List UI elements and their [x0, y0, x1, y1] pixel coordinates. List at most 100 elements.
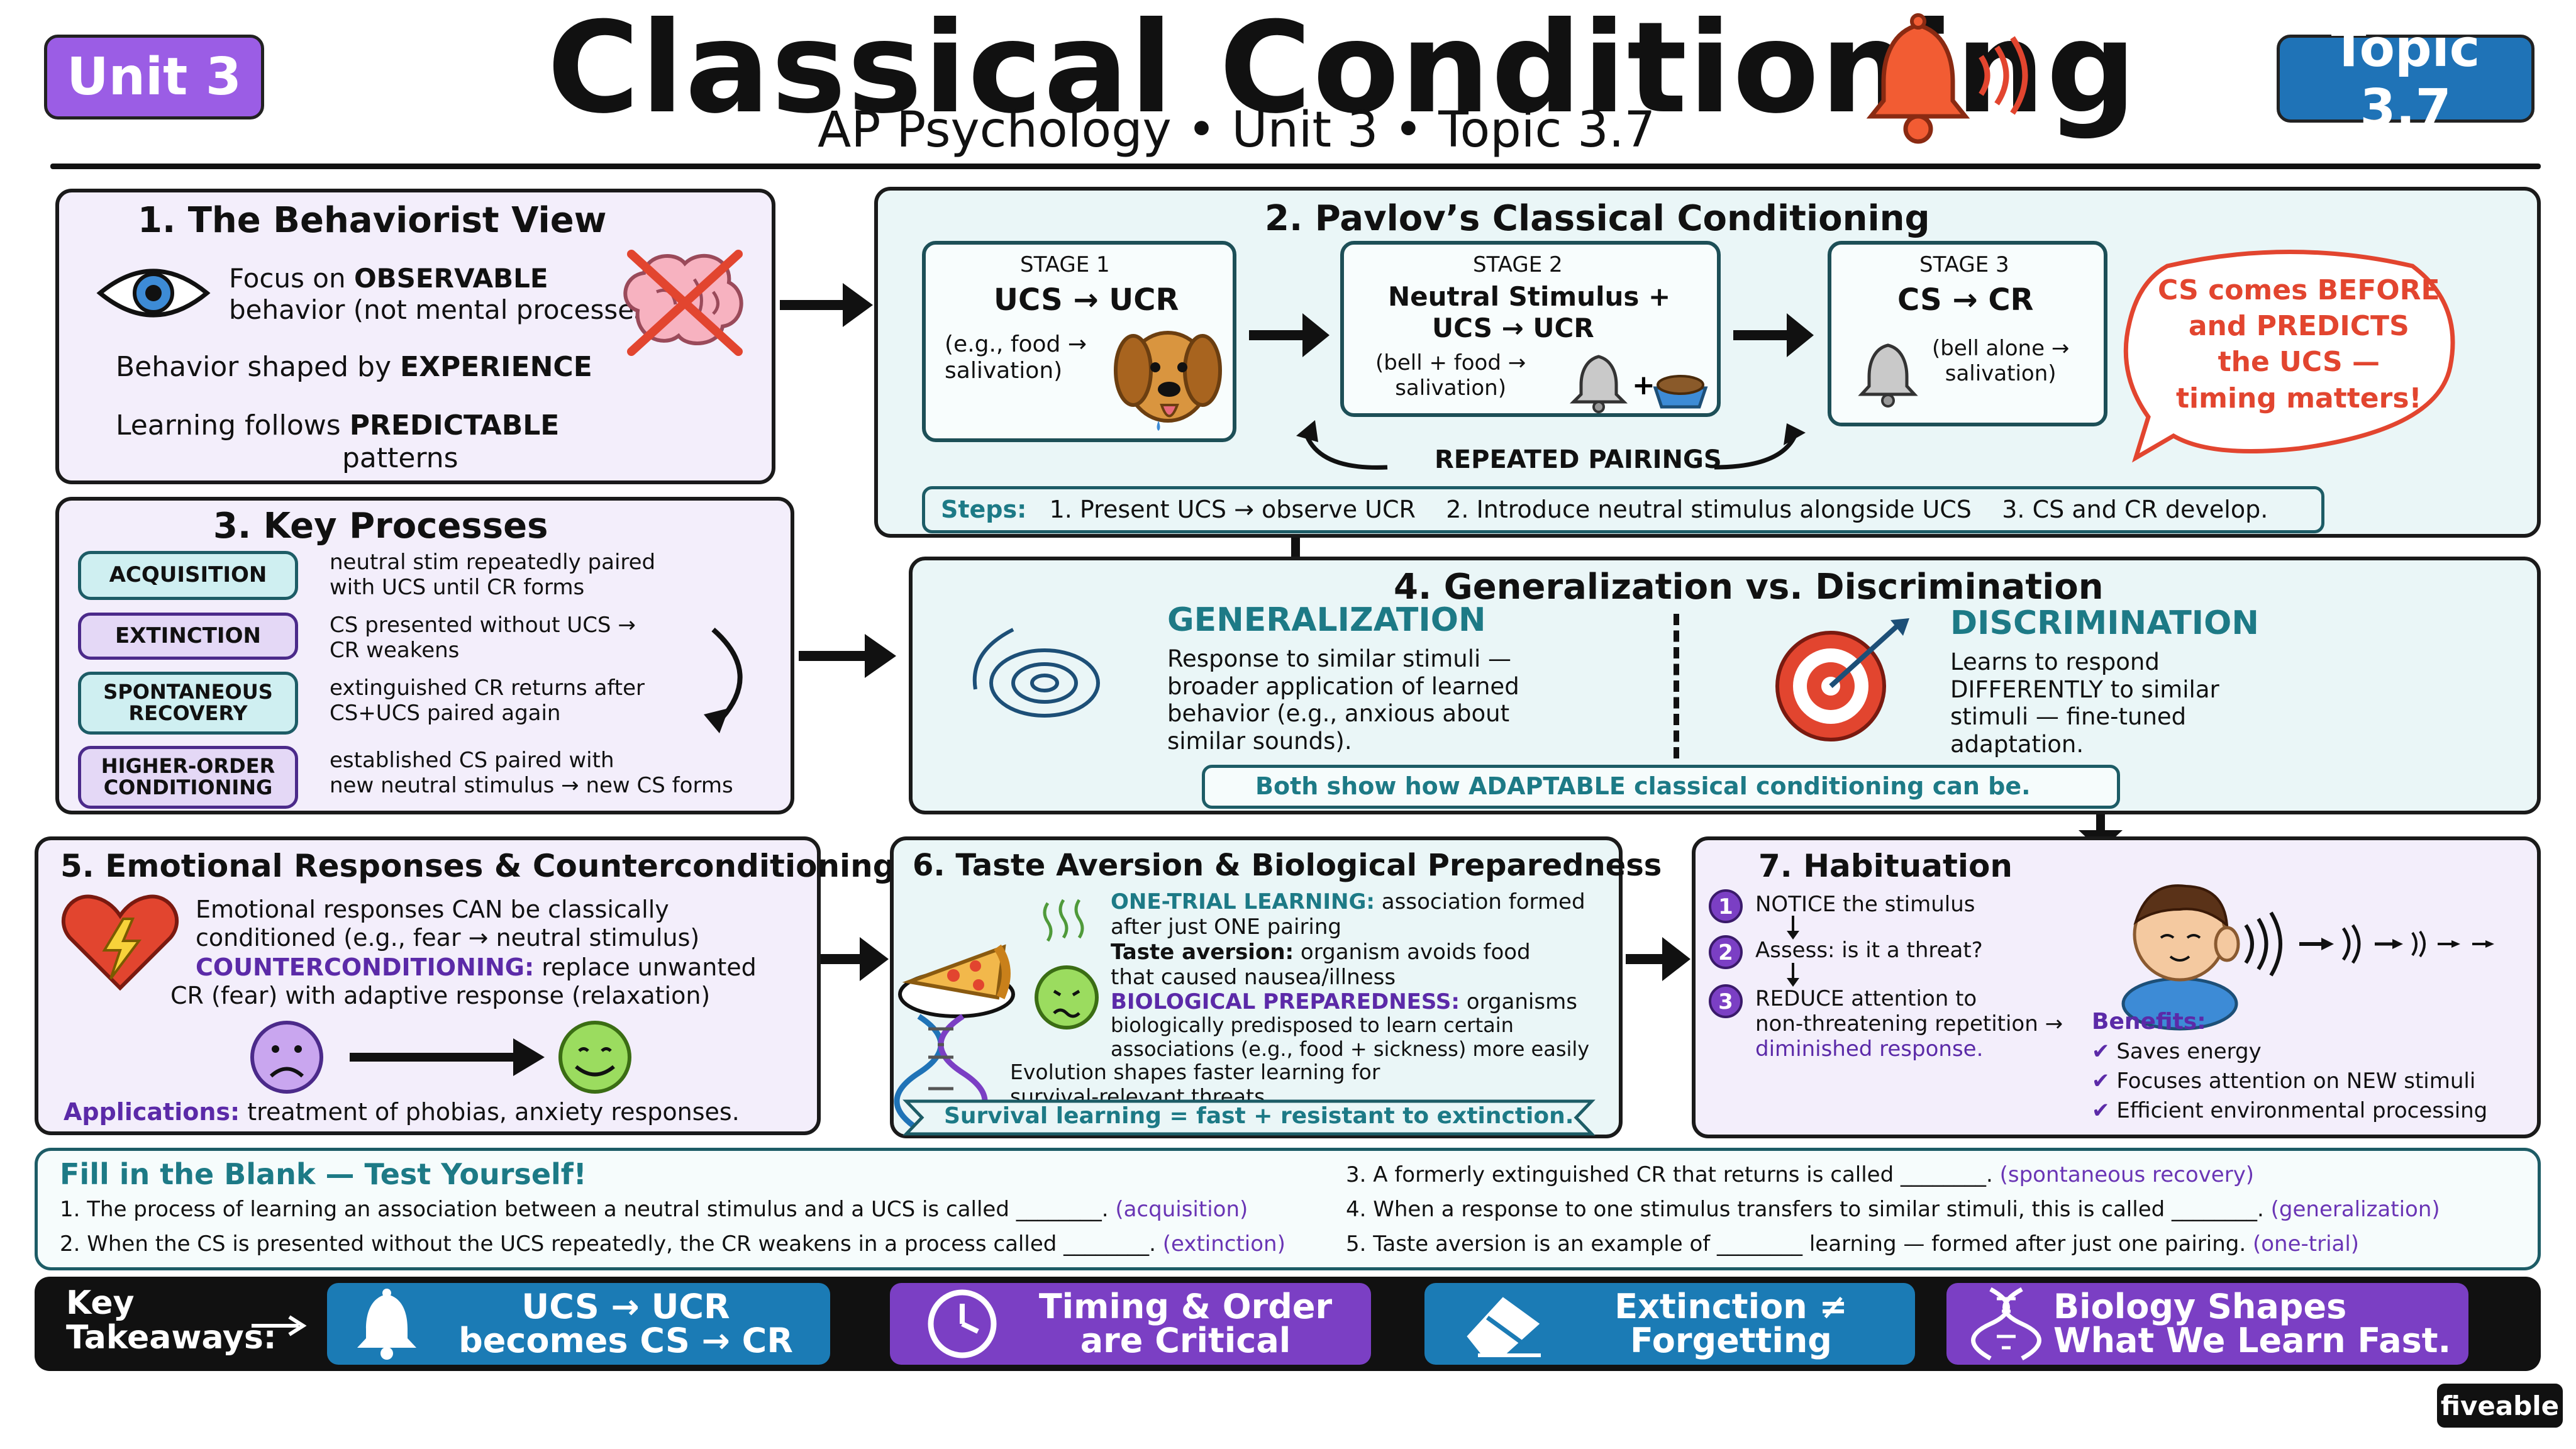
unit-badge: Unit 3 — [44, 35, 264, 119]
discrimination-title: DISCRIMINATION — [1950, 604, 2259, 642]
arrow-1-to-2 — [780, 283, 873, 327]
step-number-1: 1 — [1709, 889, 1743, 923]
section-generalization-discrimination: 4. Generalization vs. Discrimination GEN… — [909, 557, 2541, 814]
section-taste-aversion: 6. Taste Aversion & Biological Preparedn… — [890, 836, 1662, 1138]
process-label-extinction: EXTINCTION — [78, 613, 298, 660]
one-trial-line: ONE-TRIAL LEARNING: association formed a… — [1111, 889, 1585, 940]
section-pavlov: 2. Pavlov’s Classical Conditioning STAGE… — [874, 187, 2541, 538]
step-number-3: 3 — [1709, 984, 1743, 1018]
process-desc: CS presented without UCS → CR weakens — [330, 613, 636, 663]
topic-badge: Topic 3.7 — [2277, 19, 2534, 138]
brand-logo: fiveable — [2437, 1384, 2563, 1428]
stage-formula: CS → CR — [1897, 282, 2034, 318]
arrow-3-to-4 — [799, 634, 896, 678]
section-emotional-responses: 5. Emotional Responses & Counterconditio… — [35, 836, 896, 1135]
pizza-sick-face-icon — [898, 899, 1099, 1030]
step-number-2: 2 — [1709, 935, 1743, 969]
counterconditioning-line2: CR (fear) with adaptive response (relaxa… — [170, 982, 711, 1009]
arrow-5-to-6 — [821, 937, 889, 981]
sad-to-happy-face-icon — [250, 1021, 631, 1094]
fill-question-5: 5. Taste aversion is an example of _____… — [1346, 1231, 2360, 1257]
stage-2-card: STAGE 2 Neutral Stimulus + UCS → UCR (be… — [1340, 241, 1721, 417]
dna-icon — [1971, 1287, 2041, 1361]
curved-return-arrow — [704, 627, 743, 733]
svg-text:3: 3 — [1718, 989, 1733, 1014]
bell-icon — [357, 1288, 416, 1360]
svg-text:2: 2 — [1718, 940, 1733, 965]
adaptable-footer: Both show how ADAPTABLE classical condit… — [1255, 772, 2031, 800]
taste-aversion-line: Taste aversion: organism avoids food tha… — [1111, 940, 1531, 991]
applications-line: Applications: treatment of phobias, anxi… — [64, 1098, 740, 1126]
speech-bubble — [2123, 250, 2455, 463]
down-arrow — [1787, 963, 1799, 987]
broken-heart-icon — [62, 894, 179, 991]
bio-preparedness-line: BIOLOGICAL PREPAREDNESS: organisms — [1111, 989, 1577, 1014]
repeated-pairings-arrow — [1296, 420, 1806, 470]
counterconditioning-line: COUNTERCONDITIONING: replace unwanted — [196, 953, 757, 981]
stage-label: STAGE 3 — [1919, 252, 2009, 277]
section-title: 2. Pavlov’s Classical Conditioning — [1265, 198, 1930, 239]
fill-in-the-blank: Fill in the Blank — Test Yourself! 1. Th… — [35, 1148, 2541, 1270]
steps-text: Steps: 1. Present UCS → observe UCR 2. I… — [941, 496, 2268, 523]
adaptable-footer-box — [1202, 765, 2120, 809]
benefit-item: ✔ Saves energy — [2092, 1039, 2262, 1064]
section-title: 1. The Behaviorist View — [138, 200, 607, 241]
steps-bar — [922, 486, 2324, 533]
stage-example: (e.g., food → salivation) — [945, 331, 1087, 384]
fill-question-1: 1. The process of learning an associatio… — [60, 1197, 1248, 1222]
crossed-brain-icon — [623, 250, 743, 356]
section-title: 6. Taste Aversion & Biological Preparedn… — [913, 848, 1662, 883]
stage-formula: UCS → UCR — [994, 282, 1179, 318]
process-label-higher-order: HIGHER-ORDER CONDITIONING — [78, 746, 298, 809]
stage-1-card: STAGE 1 UCS → UCR (e.g., food → salivati… — [922, 241, 1236, 442]
section-title: 4. Generalization vs. Discrimination — [1394, 567, 2104, 608]
benefits-label: Benefits: — [2092, 1009, 2206, 1035]
process-desc: extinguished CR returns after CS+UCS pai… — [330, 675, 645, 726]
takeaways-label: Key Takeaways: — [66, 1284, 277, 1357]
benefit-item: ✔ Focuses attention on NEW stimuli — [2092, 1069, 2476, 1094]
divider-dashed — [1674, 614, 1679, 758]
listening-person-icon — [2121, 884, 2494, 1031]
survival-banner-shape — [902, 1099, 1596, 1136]
takeaway-text: Biology Shapes What We Learn Fast. — [2053, 1287, 2451, 1360]
stage-example: (bell + food → salivation) — [1375, 350, 1526, 401]
focus-line: Focus on OBSERVABLE behavior (not mental… — [229, 263, 658, 325]
fill-question-3: 3. A formerly extinguished CR that retur… — [1346, 1162, 2255, 1187]
fill-question-4: 4. When a response to one stimulus trans… — [1346, 1197, 2440, 1222]
bell-food-icon: + — [1569, 355, 1708, 413]
bell-icon — [1858, 343, 1918, 408]
fill-title: Fill in the Blank — Test Yourself! — [60, 1157, 587, 1191]
arrow-6-to-7 — [1626, 937, 1690, 981]
section-title: 7. Habituation — [1758, 848, 2012, 884]
section-behaviorist-view: 1. The Behaviorist View Focus on OBSERVA… — [55, 189, 775, 484]
survival-banner: Survival learning = fast + resistant to … — [944, 1103, 1574, 1129]
process-desc: neutral stim repeatedly paired with UCS … — [330, 550, 656, 601]
section-title: 3. Key Processes — [213, 506, 548, 547]
predictable-line: Learning follows PREDICTABLE patterns — [116, 409, 560, 474]
fill-question-2: 2. When the CS is presented without the … — [60, 1231, 1285, 1257]
sound-ripple-icon — [972, 628, 1100, 718]
dog-icon — [1114, 331, 1222, 431]
section-habituation: 7. Habituation 1 NOTICE the stimulus 2 A… — [1692, 836, 2541, 1138]
repeated-pairings-label: REPEATED PAIRINGS — [1435, 445, 1722, 474]
arrow-stage-2-3 — [1733, 313, 1814, 357]
habituation-step-2: Assess: is it a threat? — [1755, 938, 1983, 963]
svg-text:1: 1 — [1718, 894, 1733, 919]
section-key-processes: 3. Key Processes ACQUISITION neutral sti… — [55, 497, 794, 814]
habituation-step-1: NOTICE the stimulus — [1755, 892, 1975, 917]
ringing-bell-icon — [1866, 13, 2028, 144]
page-subtitle: AP Psychology • Unit 3 • Topic 3.7 — [818, 102, 1656, 158]
takeaway-card-2: Timing & Order are Critical — [890, 1283, 1371, 1365]
stage-example: (bell alone → salivation) — [1932, 336, 2070, 387]
takeaway-card-4: Biology Shapes What We Learn Fast. — [1946, 1283, 2468, 1365]
header-divider — [50, 164, 2541, 169]
target-icon — [1775, 618, 1909, 741]
eraser-icon — [1467, 1297, 1541, 1357]
stage-label: STAGE 2 — [1473, 252, 1563, 277]
evolution-line: Evolution shapes faster learning for sur… — [1010, 1060, 1380, 1109]
takeaway-card-1: UCS → UCR becomes CS → CR — [327, 1283, 830, 1365]
down-arrow — [1787, 916, 1799, 940]
generalization-title: GENERALIZATION — [1167, 601, 1486, 639]
arrow-stage-1-2 — [1249, 313, 1330, 357]
experience-line: Behavior shaped by EXPERIENCE — [116, 351, 592, 383]
